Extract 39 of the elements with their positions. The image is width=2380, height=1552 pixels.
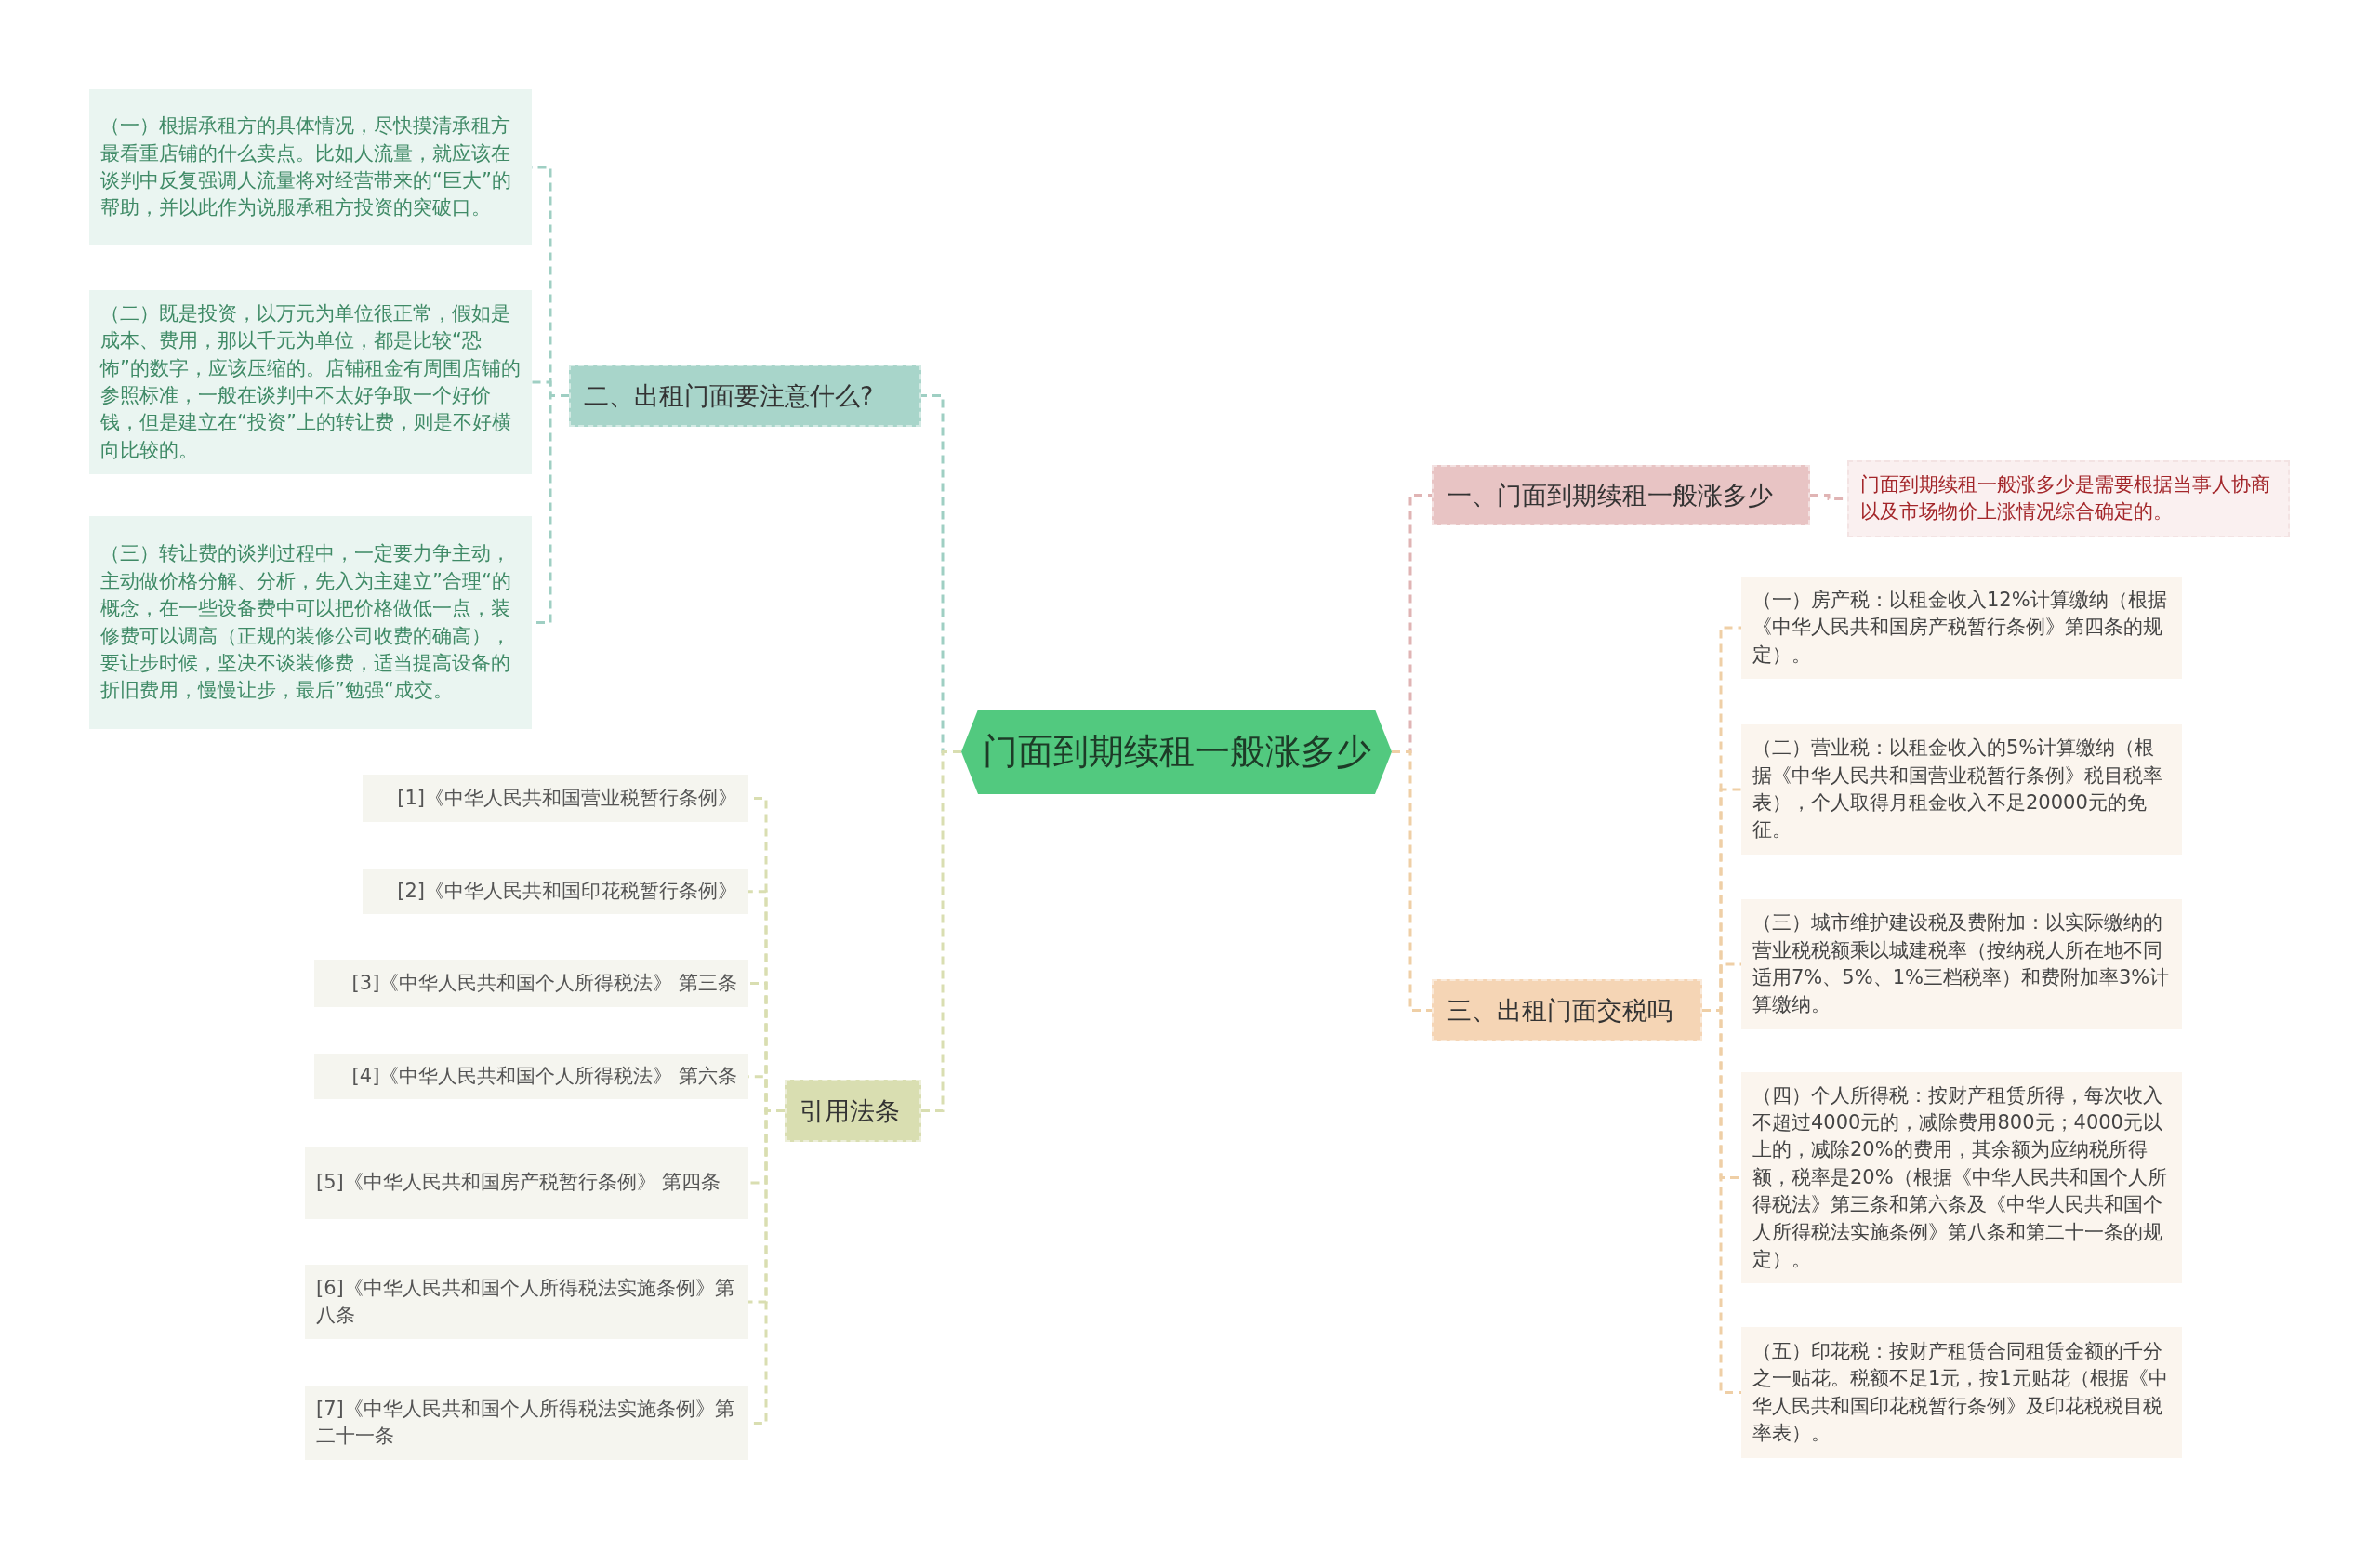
detail-box [89, 89, 532, 245]
detail-text: [5]《中华人民共和国房产税暂行条例》 第四条 [316, 1170, 721, 1196]
detail-text: [4]《中华人民共和国个人所得税法》 第六条 [350, 1064, 737, 1089]
detail-text: （二）既是投资，以万元为单位很正常，假如是成本、费用，那以千元为单位，都是比较“恐怖”的数字，应该压缩的。店铺租金有周围店铺的参照标准，一般在谈判中不太好争取一个好价钱，但是建立在“投资”上的转让费，则是不好横向比较的。 [100, 300, 521, 463]
detail-box [1741, 1327, 2182, 1458]
detail-text: （五）印花税：按财产租赁合同租赁金额的千分之一贴花。税额不足1元，按1元贴花（根据《中华人民共和国印花税暂行条例》及印花税税目税率表）。 [1752, 1338, 2169, 1446]
detail-box [1741, 577, 2182, 679]
detail-text: （四）个人所得税：按财产租赁所得，每次收入不超过4000元的，减除费用800元；4000元以上的，减除20%的费用，其余额为应纳税所得额，税率是20%（根据《中华人民共和国个人所得税法》第三条和第六条及《中华人民共和国个人所得税法实施条例》第八条和第二十一条的规定）。 [1752, 1082, 2168, 1272]
branch-topic [1432, 465, 1810, 525]
detail-box [363, 869, 748, 915]
detail-text: [7]《中华人民共和国个人所得税法实施条例》第二十一条 [316, 1397, 735, 1450]
detail-box [305, 1265, 748, 1339]
detail-box [314, 1054, 748, 1100]
topic-text: 引用法条 [800, 1094, 900, 1127]
detail-box [89, 290, 532, 474]
detail-text: （一）房产税：以租金收入12%计算缴纳（根据《中华人民共和国房产税暂行条例》第四条的规定）。 [1752, 587, 2168, 668]
connector-line [921, 750, 961, 1112]
topic-text: 三、出租门面交税吗 [1447, 994, 1673, 1027]
note-box [1847, 460, 2290, 537]
detail-text: （三）城市维护建设税及费附加：以实际缴纳的营业税税额乘以城建税率（按纳税人所在地不同适用7%、5%、1%三档税率）和费附加率3%计算缴纳。 [1752, 910, 2171, 1018]
detail-text: [3]《中华人民共和国个人所得税法》 第三条 [350, 970, 737, 996]
detail-box [1741, 899, 2182, 1029]
connector-line [1702, 1009, 1741, 1394]
topic-text: 门面到期续租一般涨多少 [982, 729, 1371, 774]
detail-text: [2]《中华人民共和国印花税暂行条例》 [396, 879, 737, 904]
detail-text: （三）转让费的谈判过程中，一定要力争主动，主动做价格分解、分析，先入为主建立”合理“的概念，在一些设备费中可以把价格做低一点，装修费可以调高（正规的装修公司收费的确高），要让步时候，坚决不谈装修费，适当提高设备的折旧费用，慢慢让步，最后”勉强“成交。 [100, 541, 512, 704]
note-text: 门面到期续租一般涨多少是需要根据当事人协商以及市场物价上涨情况综合确定的。 [1860, 472, 2271, 525]
detail-text: （二）营业税：以租金收入的5%计算缴纳（根据《中华人民共和国营业税暂行条例》税目税率表），个人取得月租金收入不足20000元的免征。 [1752, 736, 2163, 843]
connector-line [1392, 750, 1432, 1012]
topic-text: 二、出租门面要注意什么? [584, 379, 874, 412]
detail-text: [1]《中华人民共和国营业税暂行条例》 [396, 785, 737, 811]
branch-topic [1432, 979, 1702, 1041]
detail-text: （一）根据承租方的具体情况，尽快摸清承租方最看重店铺的什么卖点。比如人流量，就应该在谈判中反复强调人流量将对经营带来的“巨大”的帮助，并以此作为说服承租方投资的突破口。 [100, 113, 512, 221]
branch-topic [785, 1080, 921, 1142]
central-topic [961, 710, 1392, 794]
detail-text: [6]《中华人民共和国个人所得税法实施条例》第八条 [316, 1275, 735, 1328]
topic-text: 一、门面到期续租一般涨多少 [1447, 479, 1773, 511]
detail-box [1741, 724, 2182, 855]
branch-topic [569, 365, 921, 427]
